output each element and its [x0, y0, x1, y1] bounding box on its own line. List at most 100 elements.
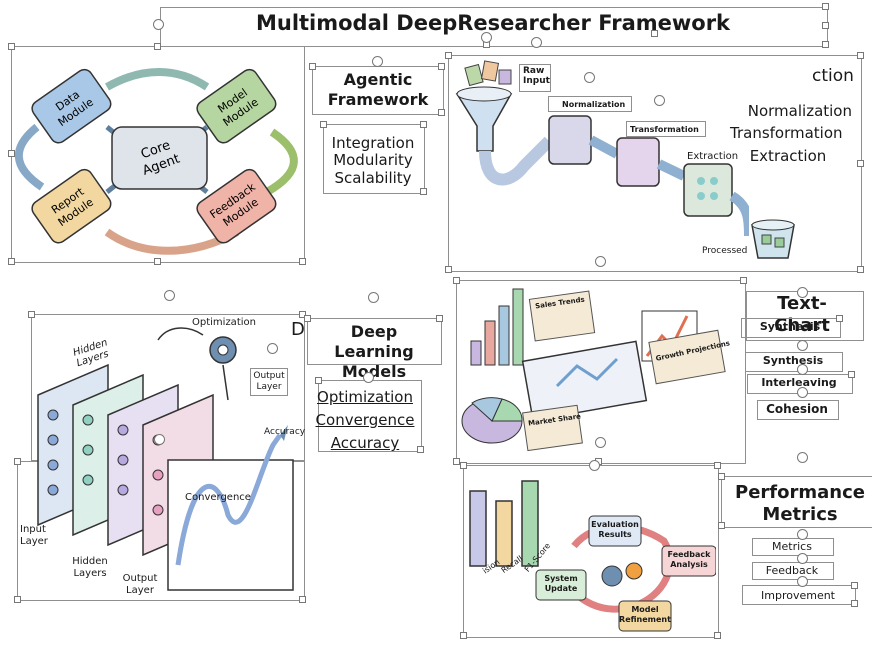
resize-handle[interactable]: [299, 311, 306, 318]
normalization-cube: [548, 115, 592, 165]
rotate-handle[interactable]: [589, 460, 600, 471]
performance-item-box[interactable]: [752, 562, 834, 580]
resize-handle[interactable]: [28, 311, 35, 318]
resize-handle[interactable]: [417, 446, 424, 453]
rotate-handle[interactable]: [797, 576, 808, 587]
resize-handle[interactable]: [848, 371, 855, 378]
neural-net-diagram: [37, 327, 294, 591]
resize-handle[interactable]: [438, 63, 445, 70]
performance-heading-box[interactable]: [721, 476, 872, 528]
convergence-curve: [175, 433, 283, 566]
normalization-label: Normalization: [562, 100, 626, 109]
deep-learning-item: Optimization: [317, 388, 413, 406]
resize-handle[interactable]: [651, 30, 658, 37]
resize-handle[interactable]: [453, 277, 460, 284]
resize-handle[interactable]: [445, 266, 452, 273]
resize-handle[interactable]: [8, 150, 15, 157]
evaluation-label: Evaluation Results: [591, 520, 639, 539]
convergence-plot: [167, 459, 294, 591]
text-chart-item-box[interactable]: [745, 352, 843, 372]
rotate-handle[interactable]: [481, 32, 492, 43]
performance-item: Metrics: [772, 540, 812, 553]
rotate-handle[interactable]: [368, 292, 379, 303]
feedback-module: [196, 168, 277, 244]
rotate-handle[interactable]: [372, 56, 383, 67]
rotate-handle[interactable]: [797, 452, 808, 463]
rotate-handle[interactable]: [797, 364, 808, 375]
rotate-handle[interactable]: [267, 343, 278, 354]
agentic-item: Integration: [331, 134, 415, 152]
resize-handle[interactable]: [857, 52, 864, 59]
resize-handle[interactable]: [14, 596, 21, 603]
resize-handle[interactable]: [718, 473, 725, 480]
resize-handle[interactable]: [453, 458, 460, 465]
rotate-handle[interactable]: [153, 19, 164, 30]
agentic-items-box[interactable]: [323, 124, 425, 194]
rotate-handle[interactable]: [797, 387, 808, 398]
resize-handle[interactable]: [309, 63, 316, 70]
resize-handle[interactable]: [857, 160, 864, 167]
resize-handle[interactable]: [836, 315, 843, 322]
resize-handle[interactable]: [299, 258, 306, 265]
resize-handle[interactable]: [740, 277, 747, 284]
resize-handle[interactable]: [420, 121, 427, 128]
resize-handle[interactable]: [304, 315, 311, 322]
output-layer-box[interactable]: [250, 368, 288, 396]
transformation-label: Transformation: [630, 125, 699, 134]
resize-handle[interactable]: [154, 43, 161, 50]
feedback-analysis-label: Feedback Analysis: [667, 550, 711, 569]
rotate-handle[interactable]: [797, 553, 808, 564]
resize-handle[interactable]: [154, 258, 161, 265]
rotate-handle[interactable]: [797, 529, 808, 540]
rotate-handle[interactable]: [797, 340, 808, 351]
transformation-label-box[interactable]: [626, 121, 706, 137]
resize-handle[interactable]: [851, 600, 858, 607]
rotate-handle[interactable]: [164, 290, 175, 301]
rotate-handle[interactable]: [595, 256, 606, 267]
rotate-handle[interactable]: [363, 372, 374, 383]
resize-handle[interactable]: [420, 188, 427, 195]
raw-input-box[interactable]: [519, 64, 551, 92]
resize-handle[interactable]: [851, 582, 858, 589]
resize-handle[interactable]: [299, 596, 306, 603]
system-update-box: [535, 569, 587, 601]
resize-handle[interactable]: [857, 266, 864, 273]
performance-item-box[interactable]: [752, 538, 834, 556]
sales-bar-chart: [470, 288, 524, 366]
text-chart-item-box[interactable]: [741, 318, 841, 338]
market-share-note: [522, 404, 583, 452]
arrow-report-data: [14, 123, 45, 191]
resize-handle[interactable]: [8, 258, 15, 265]
resize-handle[interactable]: [8, 43, 15, 50]
deep-learning-heading-box[interactable]: [307, 318, 442, 365]
resize-handle[interactable]: [320, 121, 327, 128]
resize-handle[interactable]: [714, 462, 721, 469]
agentic-item: Modularity: [333, 151, 413, 169]
resize-handle[interactable]: [460, 632, 467, 639]
funnel: [455, 93, 513, 152]
pipeline-item: Transformation: [730, 124, 843, 142]
normalization-label-box[interactable]: [548, 96, 632, 112]
rotate-handle[interactable]: [531, 37, 542, 48]
resize-handle[interactable]: [436, 315, 443, 322]
text-chart-item: Interleaving: [761, 376, 837, 389]
rotate-handle[interactable]: [154, 434, 165, 445]
rotate-handle[interactable]: [797, 287, 808, 298]
resize-handle[interactable]: [822, 41, 829, 48]
rotate-handle[interactable]: [595, 437, 606, 448]
rotate-handle[interactable]: [654, 95, 665, 106]
resize-handle[interactable]: [14, 458, 21, 465]
rotate-handle[interactable]: [584, 72, 595, 83]
text-chart-item-box[interactable]: [757, 400, 839, 420]
resize-handle[interactable]: [822, 3, 829, 10]
resize-handle[interactable]: [822, 22, 829, 29]
resize-handle[interactable]: [445, 52, 452, 59]
refinement-box: [618, 600, 672, 632]
resize-handle[interactable]: [714, 632, 721, 639]
resize-handle[interactable]: [718, 522, 725, 529]
resize-handle[interactable]: [315, 377, 322, 384]
accuracy-label: Accuracy: [264, 427, 306, 437]
resize-handle[interactable]: [460, 462, 467, 469]
resize-handle[interactable]: [438, 109, 445, 116]
text-chart-diagram: [461, 288, 726, 452]
